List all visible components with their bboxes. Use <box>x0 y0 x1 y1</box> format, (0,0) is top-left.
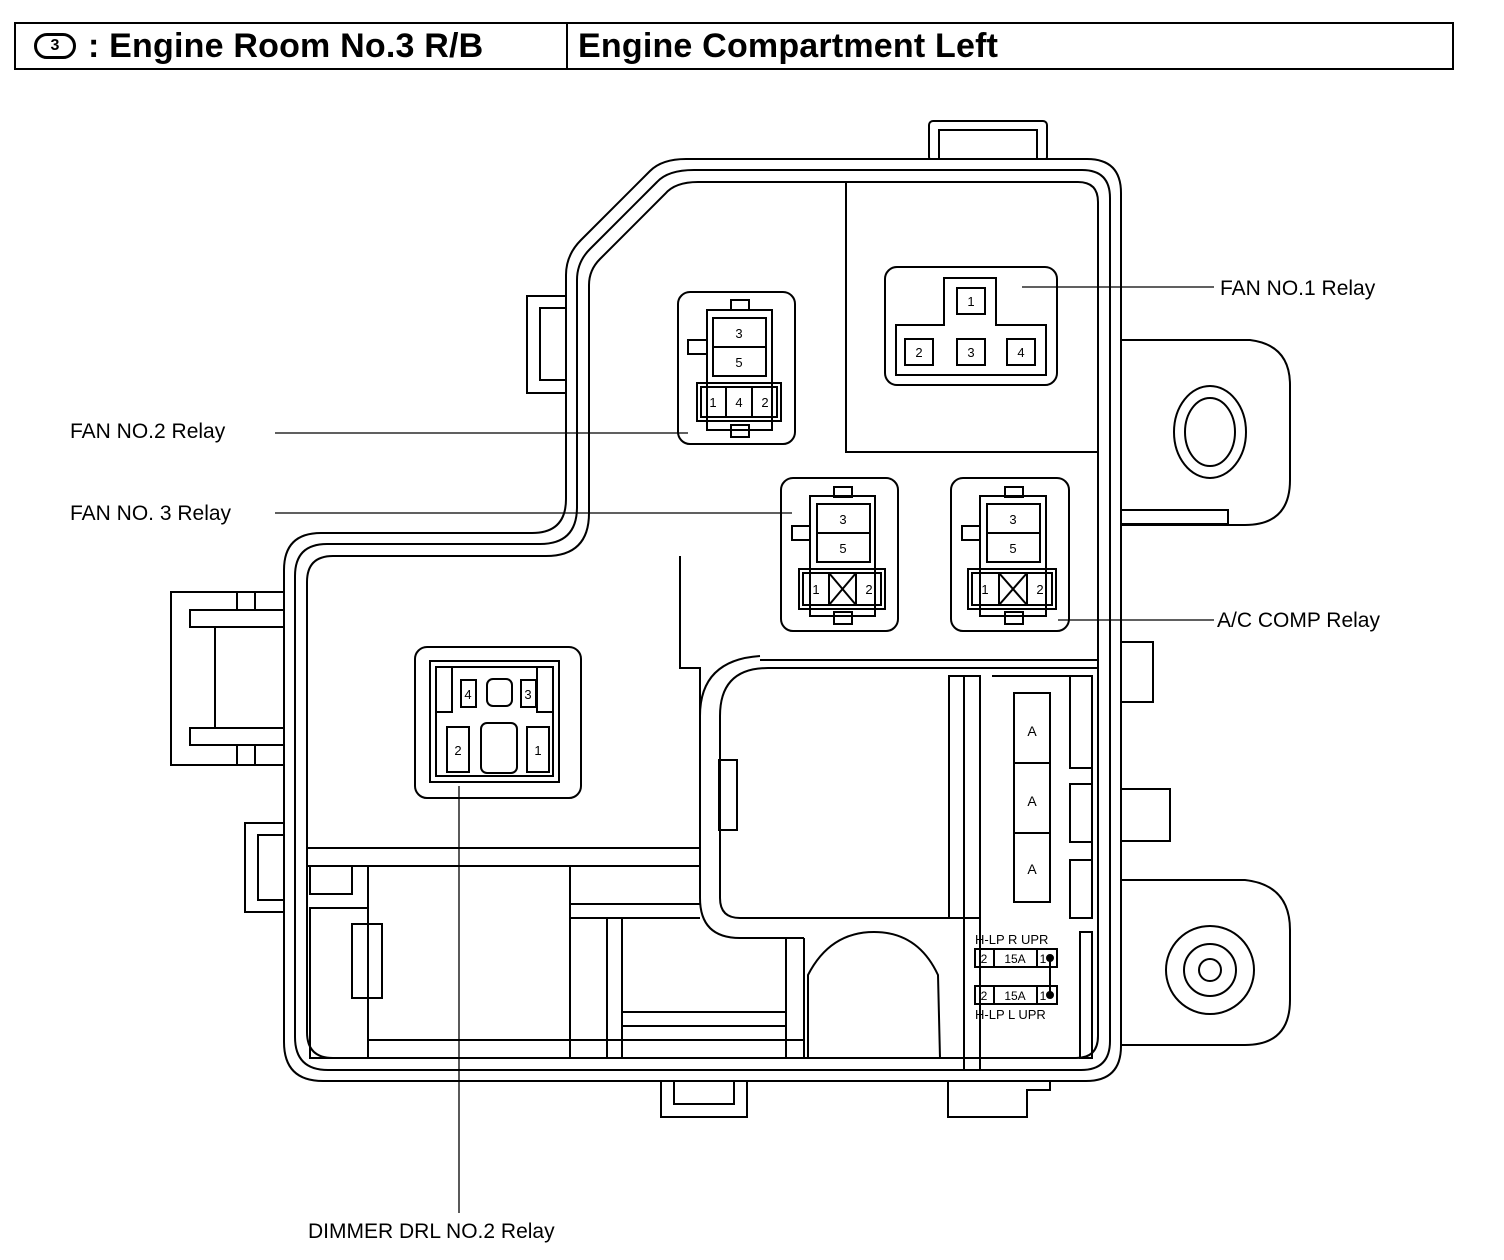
ac-comp-pin-2: 2 <box>1036 582 1043 597</box>
fan-no1-pin-3: 3 <box>967 345 974 360</box>
fuse-h-lp-r-upr-rating: 15A <box>1004 952 1025 966</box>
fuse-h-lp-r-upr-name: H-LP R UPR <box>975 932 1048 947</box>
fan-no3-pin-2: 2 <box>865 582 872 597</box>
fuse-h-lp-l-upr-name: H-LP L UPR <box>975 1007 1046 1022</box>
headlight-fuses: H-LP R UPR 2 15A 1 2 15A 1 H-LP L UPR <box>974 932 1058 1022</box>
dimmer-pin-1: 1 <box>534 743 541 758</box>
ac-comp-pin-1: 1 <box>981 582 988 597</box>
fan-no3-relay-label: FAN NO. 3 Relay <box>70 502 232 525</box>
fan-no2-pin-5: 5 <box>735 355 742 370</box>
fan-no3-pin-3: 3 <box>839 512 846 527</box>
dimmer-pin-2: 2 <box>454 743 461 758</box>
fan-no1-pin-1: 1 <box>967 294 974 309</box>
fuse-slot-3-label: A <box>1027 861 1037 877</box>
location-badge: 3 <box>34 33 76 59</box>
fan-no1-relay-socket: 1 2 3 4 <box>884 266 1058 386</box>
fuse-h-lp-l-upr-pin-2: 2 <box>981 989 988 1003</box>
fuse-h-lp-l-upr-rating: 15A <box>1004 989 1025 1003</box>
fan-no2-pin-3: 3 <box>735 326 742 341</box>
internal-structure <box>307 182 1099 1070</box>
fan-no2-pin-2: 2 <box>761 395 768 410</box>
fan-no1-pin-2: 2 <box>915 345 922 360</box>
header-location-cell: Engine Compartment Left <box>568 27 998 66</box>
fan-no3-pin-1: 1 <box>812 582 819 597</box>
ac-comp-relay-socket: 3 5 1 2 <box>950 477 1070 632</box>
fuse-h-lp-r-upr-pin-2: 2 <box>981 952 988 966</box>
fuse-slot-1-label: A <box>1027 723 1037 739</box>
fan-no2-relay-socket: 3 5 1 4 2 <box>677 291 796 445</box>
fan-no1-relay-label: FAN NO.1 Relay <box>1220 277 1376 300</box>
fan-no2-pin-4: 4 <box>735 395 742 410</box>
relay-block-housing <box>283 158 1122 1082</box>
block-location: Engine Compartment Left <box>578 26 999 65</box>
fuse-h-lp-l-upr-pin-1: 1 <box>1040 989 1047 1003</box>
fan-no1-pin-4: 4 <box>1017 345 1024 360</box>
dimmer-drl-no2-relay-socket: 4 3 2 1 <box>414 646 582 799</box>
fan-no3-relay-socket: 3 5 1 2 <box>780 477 899 632</box>
block-title: : Engine Room No.3 R/B <box>88 26 484 65</box>
leader-lines <box>275 286 1214 1213</box>
dimmer-pin-3: 3 <box>524 687 531 702</box>
fan-no2-relay-label: FAN NO.2 Relay <box>70 420 226 443</box>
fan-no3-pin-5: 5 <box>839 541 846 556</box>
fuse-h-lp-r-upr-pin-1: 1 <box>1040 952 1047 966</box>
fuse-column: A A A <box>1013 692 1051 903</box>
fan-no2-pin-1: 1 <box>709 395 716 410</box>
dimmer-pin-4: 4 <box>464 687 471 702</box>
ac-comp-relay-label: A/C COMP Relay <box>1217 609 1380 632</box>
ac-comp-pin-3: 3 <box>1009 512 1016 527</box>
dimmer-drl-no2-relay-label: DIMMER DRL NO.2 Relay <box>308 1220 555 1243</box>
ac-comp-pin-5: 5 <box>1009 541 1016 556</box>
header-title-cell: 3 : Engine Room No.3 R/B <box>16 24 568 68</box>
fuse-slot-2-label: A <box>1027 793 1037 809</box>
diagram-header: 3 : Engine Room No.3 R/B Engine Compartm… <box>14 22 1454 70</box>
